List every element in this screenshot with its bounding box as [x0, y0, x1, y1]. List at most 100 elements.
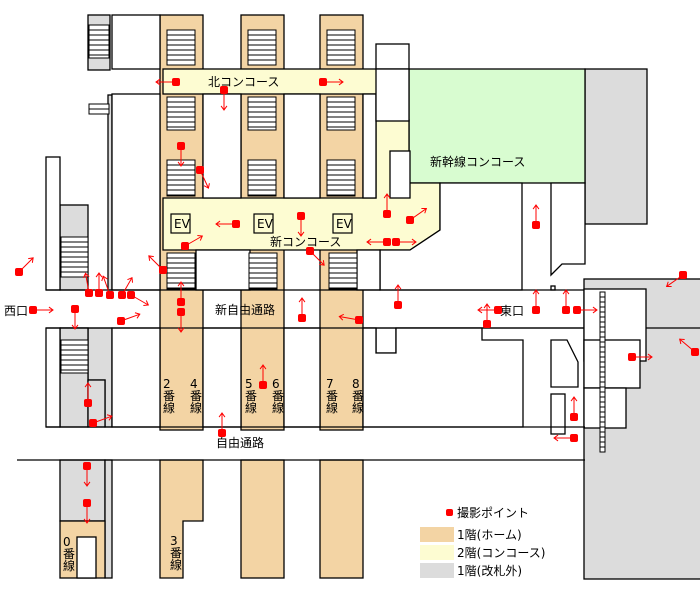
platform: [240, 459, 285, 579]
arrowhead-icon: [411, 238, 417, 246]
arrowhead-icon: [259, 364, 267, 370]
point-marker-icon: [383, 210, 391, 218]
photo-point[interactable]: [383, 193, 391, 218]
photo-point[interactable]: [83, 499, 91, 524]
photo-point[interactable]: [177, 308, 185, 333]
photo-point[interactable]: [118, 276, 134, 299]
building-block: [375, 43, 410, 70]
point-marker-icon: [628, 353, 636, 361]
ev-label: EV: [336, 217, 353, 231]
photo-point[interactable]: [101, 275, 114, 299]
track-label: 5: [245, 377, 253, 391]
building-block: [45, 156, 61, 291]
photo-point[interactable]: [127, 291, 150, 307]
photo-point[interactable]: [89, 414, 113, 427]
photo-point[interactable]: [406, 207, 428, 224]
photo-point[interactable]: [83, 462, 91, 487]
photo-point[interactable]: [562, 289, 570, 314]
photo-point[interactable]: [628, 353, 653, 361]
legend-concourse-swatch: [420, 545, 454, 560]
point-marker-icon: [84, 399, 92, 407]
photo-point[interactable]: [71, 305, 79, 330]
point-marker-icon: [117, 317, 125, 325]
photo-point[interactable]: [95, 272, 103, 297]
stairs: [88, 103, 110, 115]
point-marker-icon: [259, 381, 267, 389]
photo-point[interactable]: [218, 412, 226, 437]
arrowhead-icon: [177, 327, 185, 333]
stairs: [326, 159, 356, 197]
photo-point[interactable]: [679, 338, 699, 356]
photo-point[interactable]: [177, 142, 185, 167]
building-block: [283, 327, 321, 428]
photo-point[interactable]: [319, 78, 344, 86]
photo-point[interactable]: [177, 281, 185, 306]
arrowhead-icon: [297, 231, 305, 237]
arrowhead-icon: [532, 289, 540, 295]
building-block: [356, 249, 381, 291]
photo-point[interactable]: [259, 364, 267, 389]
arrowhead-icon: [215, 220, 221, 228]
ev-label: EV: [174, 217, 191, 231]
track-label: 0: [63, 535, 71, 549]
stairs: [60, 339, 89, 374]
arrowhead-icon: [155, 78, 161, 86]
photo-point[interactable]: [573, 306, 598, 314]
legend-concourse-label: 2階(コンコース): [457, 545, 545, 560]
point-marker-icon: [232, 220, 240, 228]
track-label: 8: [352, 377, 360, 391]
arrowhead-icon: [143, 300, 150, 307]
arrowhead-icon: [553, 434, 559, 442]
photo-point[interactable]: [483, 303, 491, 328]
photo-point[interactable]: [84, 382, 92, 407]
photo-point[interactable]: [477, 306, 502, 314]
photo-point[interactable]: [298, 297, 306, 322]
track-label: 線: [63, 558, 75, 573]
building-block: [202, 327, 242, 428]
building-block: [195, 249, 251, 291]
photo-point[interactable]: [366, 238, 391, 246]
photo-point[interactable]: [82, 272, 93, 297]
building-block: [111, 327, 161, 428]
photo-point[interactable]: [196, 166, 210, 189]
photo-point[interactable]: [338, 313, 363, 324]
track-label: 線: [163, 400, 175, 415]
photo-point[interactable]: [117, 312, 141, 325]
photo-point[interactable]: [297, 212, 305, 237]
point-marker-icon: [532, 221, 540, 229]
building-block: [283, 93, 321, 199]
point-marker-icon: [177, 308, 185, 316]
point-marker-icon: [355, 316, 363, 324]
photo-point[interactable]: [220, 86, 228, 111]
photo-point[interactable]: [553, 434, 578, 442]
arrowhead-icon: [101, 275, 108, 282]
track-label: 番: [63, 547, 75, 561]
track-label: 4: [190, 377, 198, 391]
point-marker-icon: [15, 268, 23, 276]
photo-point[interactable]: [392, 238, 417, 246]
track-label: 6: [272, 377, 280, 391]
arrowhead-icon: [28, 257, 34, 263]
photo-point[interactable]: [532, 289, 540, 314]
photo-point[interactable]: [29, 306, 54, 314]
photo-point[interactable]: [155, 78, 180, 86]
photo-point[interactable]: [665, 271, 687, 288]
photo-point[interactable]: [148, 255, 167, 274]
stairs: [248, 252, 278, 290]
photo-point[interactable]: [394, 284, 402, 309]
photo-point[interactable]: [532, 204, 540, 229]
photo-point[interactable]: [570, 396, 578, 421]
point-marker-icon: [172, 78, 180, 86]
arrowhead-icon: [366, 238, 372, 246]
arrowhead-icon: [127, 276, 134, 283]
point-marker-icon: [177, 298, 185, 306]
arrowhead-icon: [83, 518, 91, 524]
photo-point[interactable]: [215, 220, 240, 228]
arrowhead-icon: [220, 105, 228, 111]
point-marker-icon: [83, 499, 91, 507]
north-concourse-label: 北コンコース: [208, 75, 279, 89]
point-marker-icon: [483, 320, 491, 328]
photo-point[interactable]: [181, 234, 204, 250]
photo-point[interactable]: [306, 247, 325, 266]
photo-point[interactable]: [15, 257, 34, 276]
